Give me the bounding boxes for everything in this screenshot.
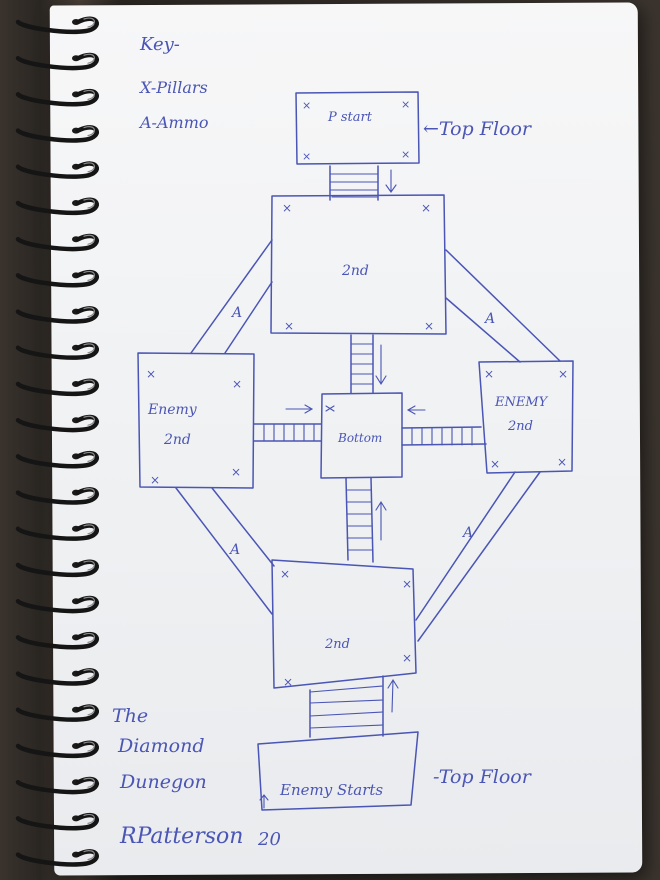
ladder-top-to-bottom (350, 334, 387, 394)
ammo-marker-bottom-left: A (228, 542, 240, 558)
stairs-bottom (309, 675, 399, 738)
svg-text:×: × (421, 201, 431, 215)
binding-coil (15, 487, 99, 505)
binding-coil (15, 450, 99, 469)
svg-text:×: × (490, 457, 500, 471)
binding-coil (15, 52, 99, 71)
room-lower-second: 2nd × × × × (271, 559, 417, 689)
binding-coil (15, 849, 99, 867)
svg-text:×: × (558, 367, 568, 381)
corridor-bottom-left: A (175, 487, 275, 615)
binding-coil (15, 812, 99, 831)
svg-text:×: × (150, 473, 160, 487)
binding-coil (15, 306, 99, 324)
room-bottom: Bottom (320, 392, 403, 479)
svg-text:×: × (557, 455, 567, 469)
room-lower-second-label: 2nd (324, 637, 350, 652)
binding-coil (15, 631, 99, 650)
binding-coil (15, 161, 99, 179)
svg-text:×: × (146, 367, 156, 381)
corridor-bottom-right: A (415, 471, 541, 642)
title-line-2: Diamond (117, 735, 205, 757)
room-enemy-starts: Enemy Starts (257, 731, 419, 811)
binding-coil (15, 776, 99, 795)
title-line-1: The (112, 705, 148, 727)
binding-coil (15, 414, 99, 433)
binding-coil (15, 269, 99, 288)
binding-coil (15, 16, 99, 35)
corridor-top-right: A (445, 249, 561, 363)
signature: RPatterson 20 (119, 824, 281, 850)
svg-text:×: × (232, 377, 242, 391)
top-floor-label-upper: ←Top Floor (423, 118, 533, 140)
top-floor-label-lower: -Top Floor (433, 766, 533, 788)
key-pillars: X-Pillars (138, 78, 208, 97)
binding-coil (15, 595, 99, 614)
map-key: Key- X-Pillars A-Ammo (138, 34, 209, 132)
binding-coil (15, 125, 99, 143)
title-line-3: Dunegon (119, 771, 207, 793)
room-enemy-left-label-1: Enemy (147, 402, 198, 418)
spiral-binding (15, 16, 99, 867)
map-title: The Diamond Dunegon (112, 705, 207, 793)
svg-text:×: × (424, 319, 434, 333)
signature-number: 20 (257, 829, 281, 850)
ladder-lower-to-bottom (345, 477, 387, 563)
room-enemy-starts-label: Enemy Starts (279, 781, 383, 799)
binding-coil (15, 523, 99, 541)
svg-text:×: × (402, 651, 412, 665)
svg-text:×: × (280, 567, 290, 581)
ladder-right-to-bottom (401, 405, 487, 446)
svg-text:×: × (284, 319, 294, 333)
svg-text:×: × (302, 150, 311, 163)
ammo-marker-bottom-right: A (461, 525, 473, 541)
binding-coil (15, 668, 99, 686)
room-enemy-left-label-2: 2nd (163, 432, 191, 448)
binding-coil (15, 704, 99, 722)
binding-coil (15, 378, 99, 397)
svg-text:×: × (402, 577, 412, 591)
svg-text:×: × (283, 675, 293, 689)
room-top-second: 2nd × × × × (270, 194, 447, 335)
room-enemy-right-label-1: ENEMY (494, 395, 549, 410)
ammo-marker-top-right: A (483, 311, 495, 327)
stairs-top (329, 165, 397, 201)
svg-text:×: × (282, 201, 292, 215)
binding-coil (15, 559, 99, 578)
binding-coil (15, 342, 99, 360)
room-enemy-left: Enemy 2nd × × × × (137, 352, 255, 489)
room-bottom-label: Bottom (337, 431, 382, 445)
svg-text:×: × (484, 367, 494, 381)
binding-coil (15, 197, 99, 216)
room-top-second-label: 2nd (341, 263, 369, 279)
room-p-start: P start × × × × (295, 91, 420, 165)
key-title: Key- (139, 34, 180, 55)
signature-name: RPatterson (119, 824, 243, 849)
corridor-top-left: A (190, 239, 273, 354)
binding-coil (15, 88, 99, 107)
binding-coil (15, 233, 99, 252)
room-enemy-right: ENEMY 2nd × × × × (478, 360, 574, 474)
ammo-marker-top-left: A (230, 305, 242, 321)
room-enemy-right-label-2: 2nd (507, 419, 533, 434)
key-ammo: A-Ammo (138, 113, 209, 132)
svg-text:×: × (231, 465, 241, 479)
svg-text:×: × (401, 148, 410, 161)
ladder-left-to-bottom (253, 404, 322, 442)
svg-text:×: × (401, 98, 410, 111)
binding-coil (15, 740, 99, 759)
svg-text:×: × (302, 99, 311, 112)
room-p-start-label: P start (327, 110, 373, 125)
